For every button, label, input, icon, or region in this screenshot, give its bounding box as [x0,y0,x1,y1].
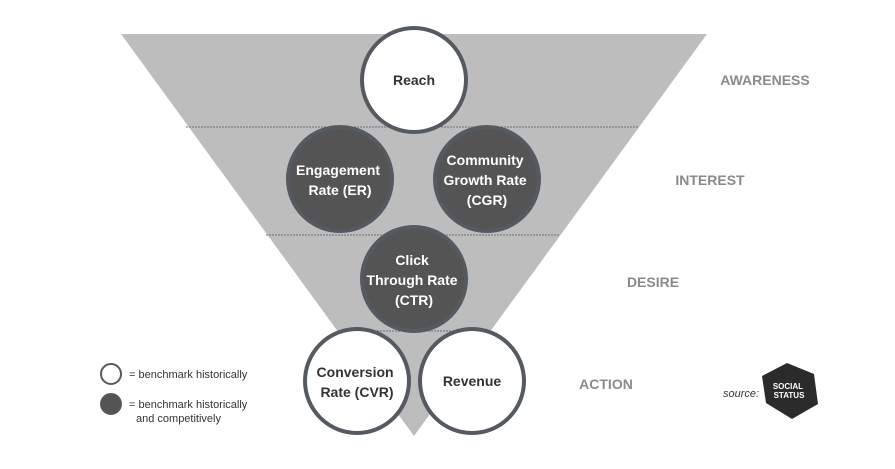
logo-text-line: STATUS [774,391,805,400]
logo-text: SOCIAL STATUS [773,382,805,400]
metric-label-line: (CGR) [467,192,507,208]
legend-swatch-dark [100,393,122,415]
metric-label-line: Community [447,152,524,168]
metric-label: Community Growth Rate (CGR) [443,152,530,208]
metric-label-line: Reach [393,72,435,88]
metric-label-line: Conversion [317,364,394,380]
metric-label-line: Revenue [443,373,502,389]
stage-label-action: ACTION [579,376,633,392]
source-label: source: [723,388,759,400]
source-attribution: source: SOCIAL STATUS [723,363,818,419]
metric-circle [360,26,468,134]
metric-label-line: (CTR) [395,292,433,308]
metric-label-line: Click [395,252,429,268]
metric-label-line: Engagement [296,162,380,178]
metric-label: Revenue [443,373,502,389]
metric-label-line: Growth Rate [443,172,526,188]
metric-circle [303,327,411,435]
social-status-logo [762,363,818,419]
metric-circle [418,327,526,435]
legend-label-light: = benchmark historically [129,369,248,381]
stage-label-interest: INTEREST [675,172,745,188]
metric-label: Conversion Rate (CVR) [317,364,398,400]
legend-label-dark-line: and competitively [136,413,221,425]
legend-swatch-light [100,363,122,385]
metric-community-growth-rate: Community Growth Rate (CGR) [433,125,541,233]
legend-label-dark: = benchmark historically and competitive… [129,399,250,425]
metric-reach: Reach [360,26,468,134]
metric-click-through-rate: Click Through Rate (CTR) [360,225,468,333]
metric-circle [433,125,541,233]
metric-circle [286,125,394,233]
metric-label: Engagement Rate (ER) [296,162,384,198]
logo-text-line: SOCIAL [773,382,803,391]
metric-revenue: Revenue [418,327,526,435]
legend: = benchmark historically = benchmark his… [100,363,250,425]
legend-label-dark-line: = benchmark historically [129,399,248,411]
metric-label-line: Rate (ER) [308,182,371,198]
metric-label: Reach [393,72,435,88]
metric-engagement-rate: Engagement Rate (ER) [286,125,394,233]
stage-label-awareness: AWARENESS [720,72,809,88]
metric-label-line: Rate (CVR) [320,384,393,400]
metric-label: Click Through Rate (CTR) [367,252,462,308]
metric-label-line: Through Rate [367,272,458,288]
stage-label-desire: DESIRE [627,274,679,290]
metric-circle [360,225,468,333]
metric-conversion-rate: Conversion Rate (CVR) [303,327,411,435]
